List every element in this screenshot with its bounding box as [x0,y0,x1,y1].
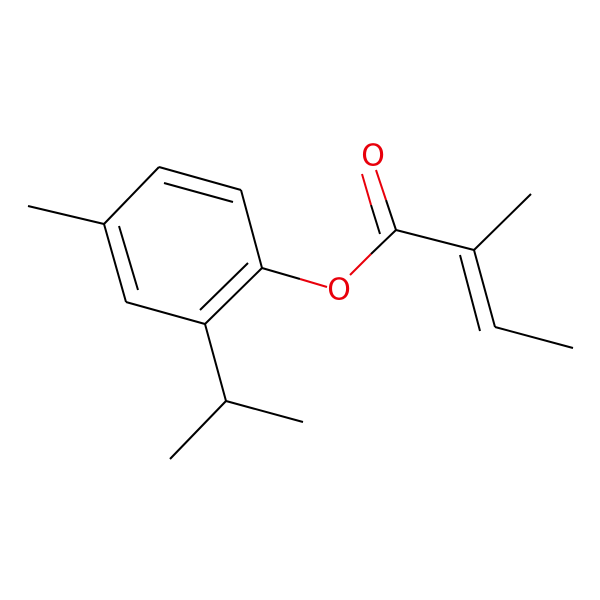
oxygen-carbonyl-carbon-bond-red [349,253,372,276]
ring-bond-left-inner [118,225,139,291]
aryl-oxygen-bond-red [299,278,328,288]
ester-oxygen-label: O [327,273,351,308]
oxygen-carbonyl-carbon-bond [370,229,397,255]
isopropyl-group [169,323,304,460]
aryl-oxygen-bond [261,267,301,280]
ring-bond-lower-right [204,267,263,325]
ring-bond-top-inner [163,182,234,203]
alkene-double-bond-inner [459,254,481,332]
carbonyl-to-alkene-bond [395,229,475,251]
butenoyl-chain [395,193,574,349]
terminal-methyl-bond [494,326,574,349]
ring-bond-left [103,223,127,303]
isopropyl-bond-right [225,400,304,423]
carbonyl-double-bond-b-red [361,173,372,206]
benzene-ring [103,166,263,325]
ester-linkage [261,169,397,288]
ring-bond-lower-right-inner [199,262,249,311]
ring-bond-right [240,189,263,269]
ring-bond-top [158,166,242,191]
methyl-bond [27,205,105,225]
carbonyl-oxygen-label: O [361,139,385,174]
alkene-methyl-bond [473,193,532,251]
isopropyl-bond-left [169,400,227,460]
carbonyl-double-bond-a [385,199,397,231]
carbonyl-double-bond-a-red [375,169,387,201]
ring-bond-upper-left [103,166,160,225]
isopropyl-bond-stem [204,323,227,402]
alkene-double-bond [473,249,496,328]
carbonyl-double-bond-b [370,204,381,235]
ring-bond-bottom [125,301,206,325]
